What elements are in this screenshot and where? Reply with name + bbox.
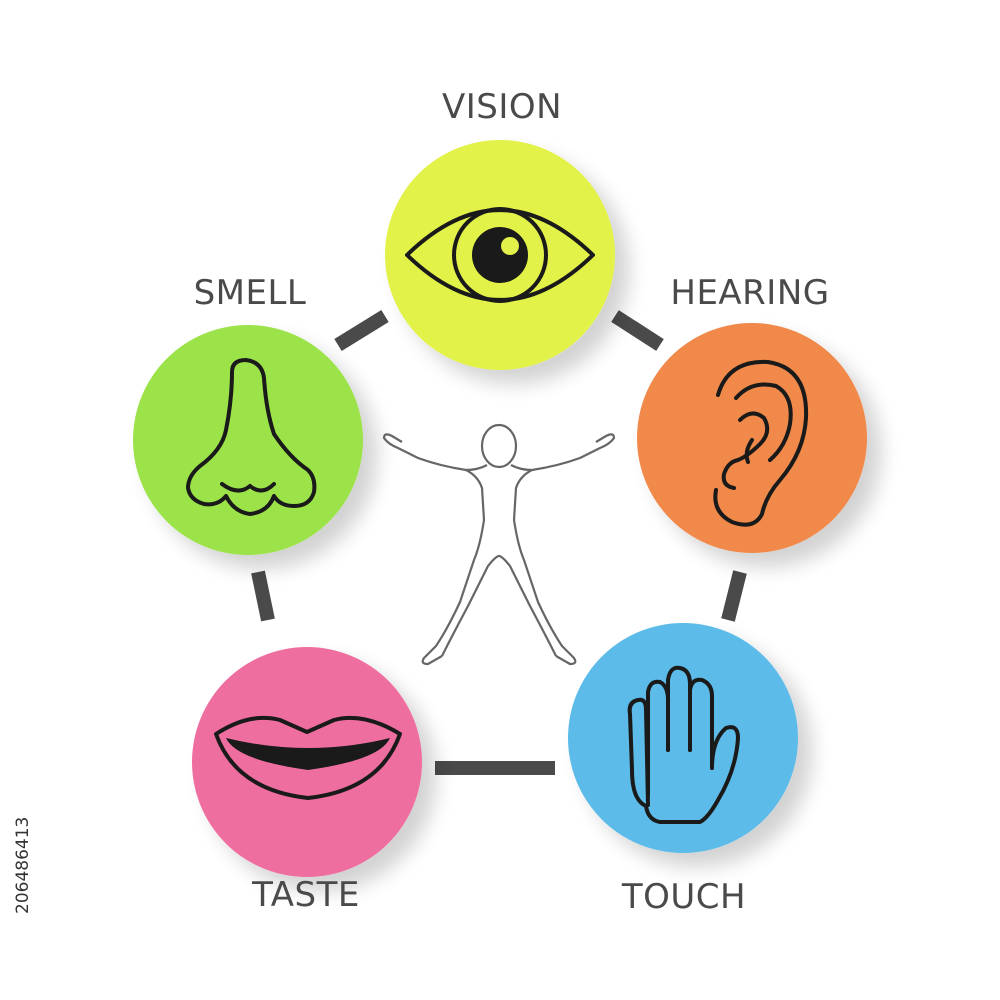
connectors	[251, 310, 747, 775]
hearing-label: HEARING	[670, 273, 829, 313]
connector-vision-hearing	[611, 310, 664, 351]
connector-smell-vision	[334, 310, 389, 351]
touch-circle	[568, 623, 798, 853]
eye-icon	[405, 207, 595, 303]
touch-label: TOUCH	[621, 877, 746, 917]
ear-icon	[713, 359, 809, 527]
human-figure-icon	[382, 423, 616, 666]
smell-label: SMELL	[194, 273, 307, 313]
connector-taste-smell	[251, 570, 275, 622]
stock-id-text: 206486413	[13, 816, 33, 914]
taste-label: TASTE	[251, 875, 360, 915]
vision-label: VISION	[442, 87, 562, 127]
nose-icon	[186, 358, 317, 516]
hand-icon	[627, 665, 740, 824]
lips-icon	[214, 715, 402, 800]
connector-hearing-touch	[721, 570, 747, 622]
